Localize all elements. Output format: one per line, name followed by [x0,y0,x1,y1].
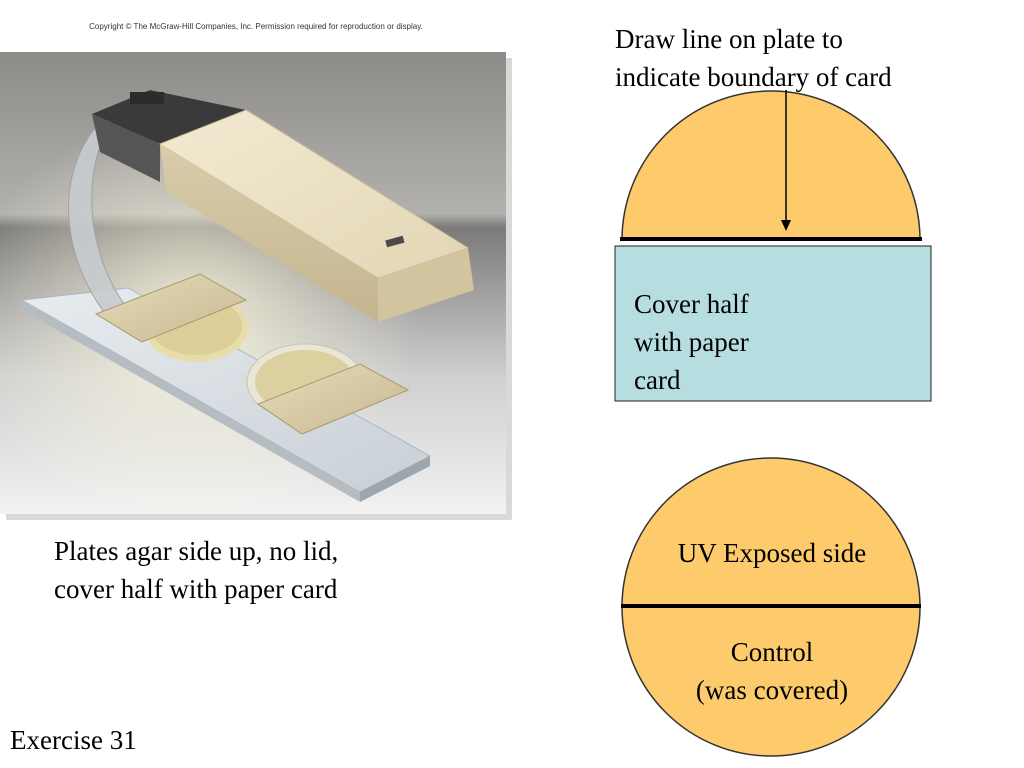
photo-caption: Plates agar side up, no lid, cover half … [54,532,454,608]
paper-card-label-line-1: Cover half [634,289,749,319]
top-plate [621,90,921,241]
control-label-line-1: Control [730,637,814,667]
boundary-instruction: Draw line on plate to indicate boundary … [615,20,892,96]
control-label-line-2: (was covered) [695,675,849,705]
boundary-instruction-line-1: Draw line on plate to [615,24,843,54]
photo-caption-line-1: Plates agar side up, no lid, [54,536,339,566]
copyright-notice: Copyright © The McGraw-Hill Companies, I… [89,22,423,31]
uv-exposed-label: UV Exposed side [677,538,867,568]
boundary-instruction-line-2: indicate boundary of card [615,62,892,92]
exercise-label: Exercise 31 [10,725,137,755]
uv-lamp-photo [0,52,512,520]
pointer-arrow-head [781,220,791,231]
paper-card-label-line-3: card [634,365,681,395]
control-label: Control (was covered) [622,633,922,709]
photo-caption-line-2: cover half with paper card [54,574,338,604]
paper-card-label: Cover half with paper card [634,285,749,399]
paper-card [614,245,932,402]
paper-card-label-line-2: with paper [634,327,749,357]
